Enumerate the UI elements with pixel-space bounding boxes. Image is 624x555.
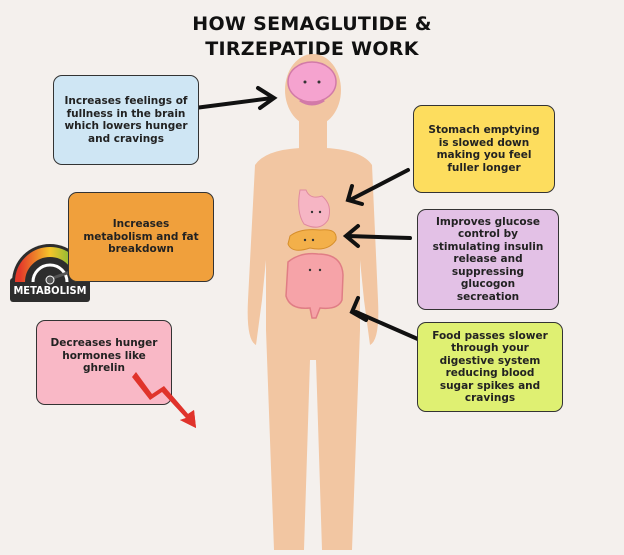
glucose-effect-text: Improves glucose control by stimulating … (432, 215, 544, 303)
gauge-label: METABOLISM (13, 284, 87, 297)
arrow-brain (193, 86, 278, 110)
digestion-effect-box: Food passes slower through your digestiv… (417, 322, 563, 412)
arrow-stomach (345, 168, 410, 206)
arrows (193, 86, 422, 342)
brain-effect-box: Increases feelings of fullness in the br… (53, 75, 199, 165)
stomach-effect-box: Stomach emptying is slowed down making y… (413, 105, 555, 193)
digestion-effect-text: Food passes slower through your digestiv… (432, 329, 548, 405)
title-line-1: HOW SEMAGLUTIDE & (192, 13, 432, 35)
stomach-effect-text: Stomach emptying is slowed down making y… (428, 124, 540, 174)
metabolism-effect-box: Increases metabolism and fat breakdown (68, 192, 214, 282)
page-title: HOW SEMAGLUTIDE & TIRZEPATIDE WORK (0, 12, 624, 62)
hormone-effect-box: Decreases hunger hormones like ghrelin (36, 320, 172, 405)
pancreas-icon (287, 229, 337, 251)
brain-effect-text: Increases feelings of fullness in the br… (64, 95, 188, 145)
arrow-pancreas (342, 224, 412, 248)
intestines-icon (285, 252, 344, 319)
title-line-2: TIRZEPATIDE WORK (205, 38, 419, 60)
stomach-icon (298, 189, 330, 228)
arrow-intestines (349, 296, 422, 342)
metabolism-effect-text: Increases metabolism and fat breakdown (83, 218, 199, 256)
brain-icon (287, 61, 337, 106)
glucose-effect-box: Improves glucose control by stimulating … (417, 209, 559, 310)
hormone-effect-text: Decreases hunger hormones like ghrelin (50, 337, 158, 374)
